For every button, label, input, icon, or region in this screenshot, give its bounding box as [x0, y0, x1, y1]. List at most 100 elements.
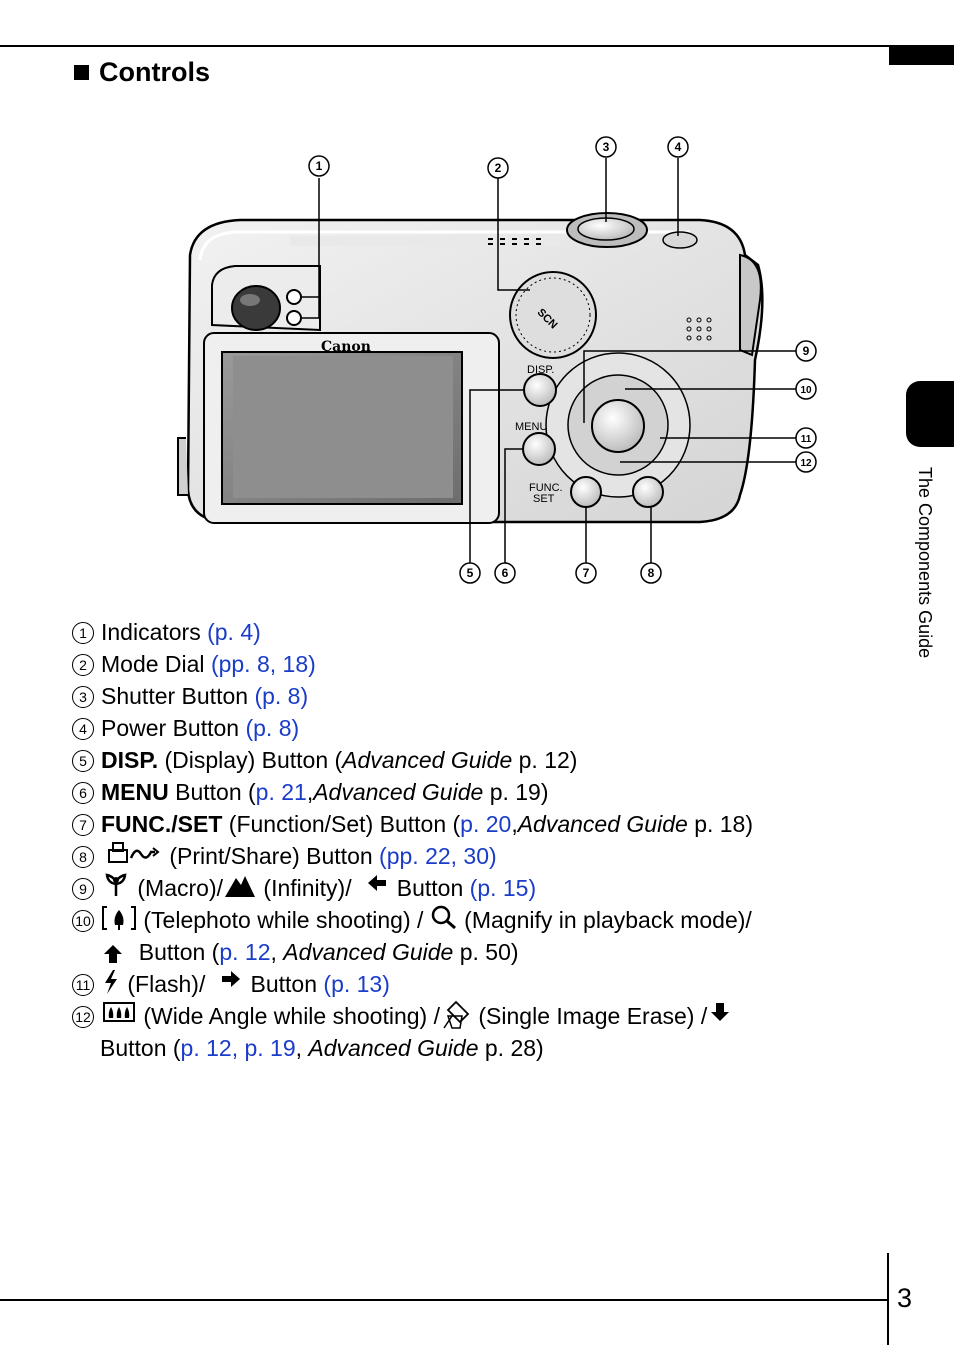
item-italic: Advanced Guide [283, 939, 454, 965]
item-number: 6 [72, 782, 94, 804]
callout-3: 3 [603, 140, 610, 154]
page-link[interactable]: (p. 8) [245, 715, 300, 741]
item-bold: FUNC./SET [101, 811, 223, 837]
bottom-rule [0, 1299, 889, 1301]
item-text: Button [250, 971, 318, 997]
item-number: 4 [72, 718, 94, 740]
item-tail: p. 19) [489, 779, 549, 805]
page-link[interactable]: (pp. 8, 18) [210, 651, 316, 677]
page-link[interactable]: (p. 4) [207, 619, 261, 645]
item-number: 5 [72, 750, 94, 772]
page-link[interactable]: (p. 8) [254, 683, 309, 709]
separator: , [511, 811, 518, 837]
separator: , [270, 939, 284, 965]
camera-illustration: Canon SCN DISP. MENU FUNC. SET 1 2 3 [177, 136, 817, 584]
top-rule [0, 45, 954, 47]
item-text: (Display) Button ( [164, 747, 343, 773]
list-item: 9 (Macro)/ (Infinity)/ Button (p. 15) [72, 872, 862, 904]
item-number: 12 [72, 1006, 94, 1028]
magnify-icon [431, 905, 456, 930]
bottom-vertical-rule [887, 1253, 889, 1345]
func-label: FUNC. [529, 482, 563, 494]
callout-8: 8 [648, 566, 655, 580]
item-tail: p. 50) [459, 939, 519, 965]
item-italic: Advanced Guide [308, 1035, 479, 1061]
list-item: 8 (Print/Share) Button (pp. 22, 30) [72, 840, 862, 872]
item-number: 7 [72, 814, 94, 836]
list-item: 5 DISP. (Display) Button (Advanced Guide… [72, 744, 862, 776]
item-text: (Magnify in playback mode)/ [464, 907, 752, 933]
item-text: (Wide Angle while shooting) / [143, 1003, 440, 1029]
item-number: 2 [72, 654, 94, 676]
page-link[interactable]: (pp. 22, 30) [379, 843, 497, 869]
item-text: Button [396, 875, 464, 901]
erase-icon [443, 1000, 470, 1029]
item-italic: Advanced Guide [313, 779, 484, 805]
item-text: (Function/Set) Button ( [228, 811, 461, 837]
item-text: (Telephoto while shooting) / [143, 907, 424, 933]
item-bold: MENU [101, 779, 169, 805]
page-link[interactable]: p. 12, p. 19 [180, 1035, 296, 1061]
chapter-tab [906, 381, 954, 447]
callout-10: 10 [800, 385, 812, 396]
item-text: (Print/Share) Button [169, 843, 373, 869]
section-title: Controls [99, 57, 210, 87]
callout-7: 7 [583, 566, 590, 580]
item-number: 1 [72, 622, 94, 644]
separator: , [295, 1035, 309, 1061]
page-number: 3 [897, 1283, 913, 1313]
page-link[interactable]: (p. 15) [469, 875, 537, 901]
item-text: Indicators [101, 619, 201, 645]
section-heading: Controls [74, 57, 210, 88]
item-text: (Single Image Erase) / [478, 1003, 708, 1029]
item-tail: p. 12) [518, 747, 578, 773]
disp-label: DISP. [527, 364, 554, 376]
list-item: 6 MENU Button (p. 21, Advanced Guide p. … [72, 776, 862, 808]
callout-6: 6 [502, 566, 509, 580]
list-item-continuation: Button (p. 12, Advanced Guide p. 50) [72, 936, 862, 968]
page-link[interactable]: p. 20 [460, 811, 512, 837]
item-text: (Flash)/ [127, 971, 206, 997]
list-item: 4 Power Button (p. 8) [72, 712, 862, 744]
list-item: 10 (Telephoto while shooting) / (Magnify… [72, 904, 862, 936]
list-item-continuation: Button (p. 12, p. 19, Advanced Guide p. … [72, 1032, 862, 1064]
item-text: (Macro)/ [137, 875, 224, 901]
list-item: 7 FUNC./SET (Function/Set) Button (p. 20… [72, 808, 862, 840]
page-link[interactable]: (p. 13) [323, 971, 390, 997]
telephoto-icon [102, 906, 136, 930]
list-item: 3 Shutter Button (p. 8) [72, 680, 862, 712]
item-italic: Advanced Guide [517, 811, 688, 837]
page-link[interactable]: p. 12 [219, 939, 271, 965]
callout-11: 11 [801, 434, 812, 445]
flash-icon [105, 970, 117, 994]
controls-list: 1 Indicators (p. 4) 2 Mode Dial (pp. 8, … [72, 616, 862, 1064]
item-text: (Infinity)/ [263, 875, 352, 901]
wide-angle-icon [103, 1002, 135, 1022]
up-arrow-icon [104, 944, 122, 963]
side-label: The Components Guide [915, 467, 935, 659]
set-label: SET [533, 493, 555, 505]
list-item: 1 Indicators (p. 4) [72, 616, 862, 648]
print-share-icon [108, 842, 160, 863]
item-tail: p. 28) [484, 1035, 544, 1061]
square-bullet-icon [74, 65, 89, 80]
item-text: Button ( [100, 1035, 181, 1061]
list-item: 12 (Wide Angle while shooting) / (Single… [72, 1000, 862, 1032]
callout-12: 12 [800, 458, 812, 469]
callout-2: 2 [495, 161, 502, 175]
item-text: Power Button [101, 715, 240, 741]
item-text: Shutter Button [101, 683, 249, 709]
right-arrow-icon [222, 971, 241, 987]
item-number: 8 [72, 846, 94, 868]
callout-4: 4 [675, 140, 682, 154]
macro-icon [105, 873, 127, 896]
item-number: 11 [72, 974, 94, 996]
list-item: 11 (Flash)/ Button (p. 13) [72, 968, 862, 1000]
brand-logo: Canon [321, 339, 371, 355]
item-bold: DISP. [101, 747, 159, 773]
down-arrow-icon [711, 1003, 730, 1021]
list-item: 2 Mode Dial (pp. 8, 18) [72, 648, 862, 680]
menu-label: MENU [515, 421, 547, 433]
page-link[interactable]: p. 21 [255, 779, 307, 805]
separator: , [306, 779, 314, 805]
